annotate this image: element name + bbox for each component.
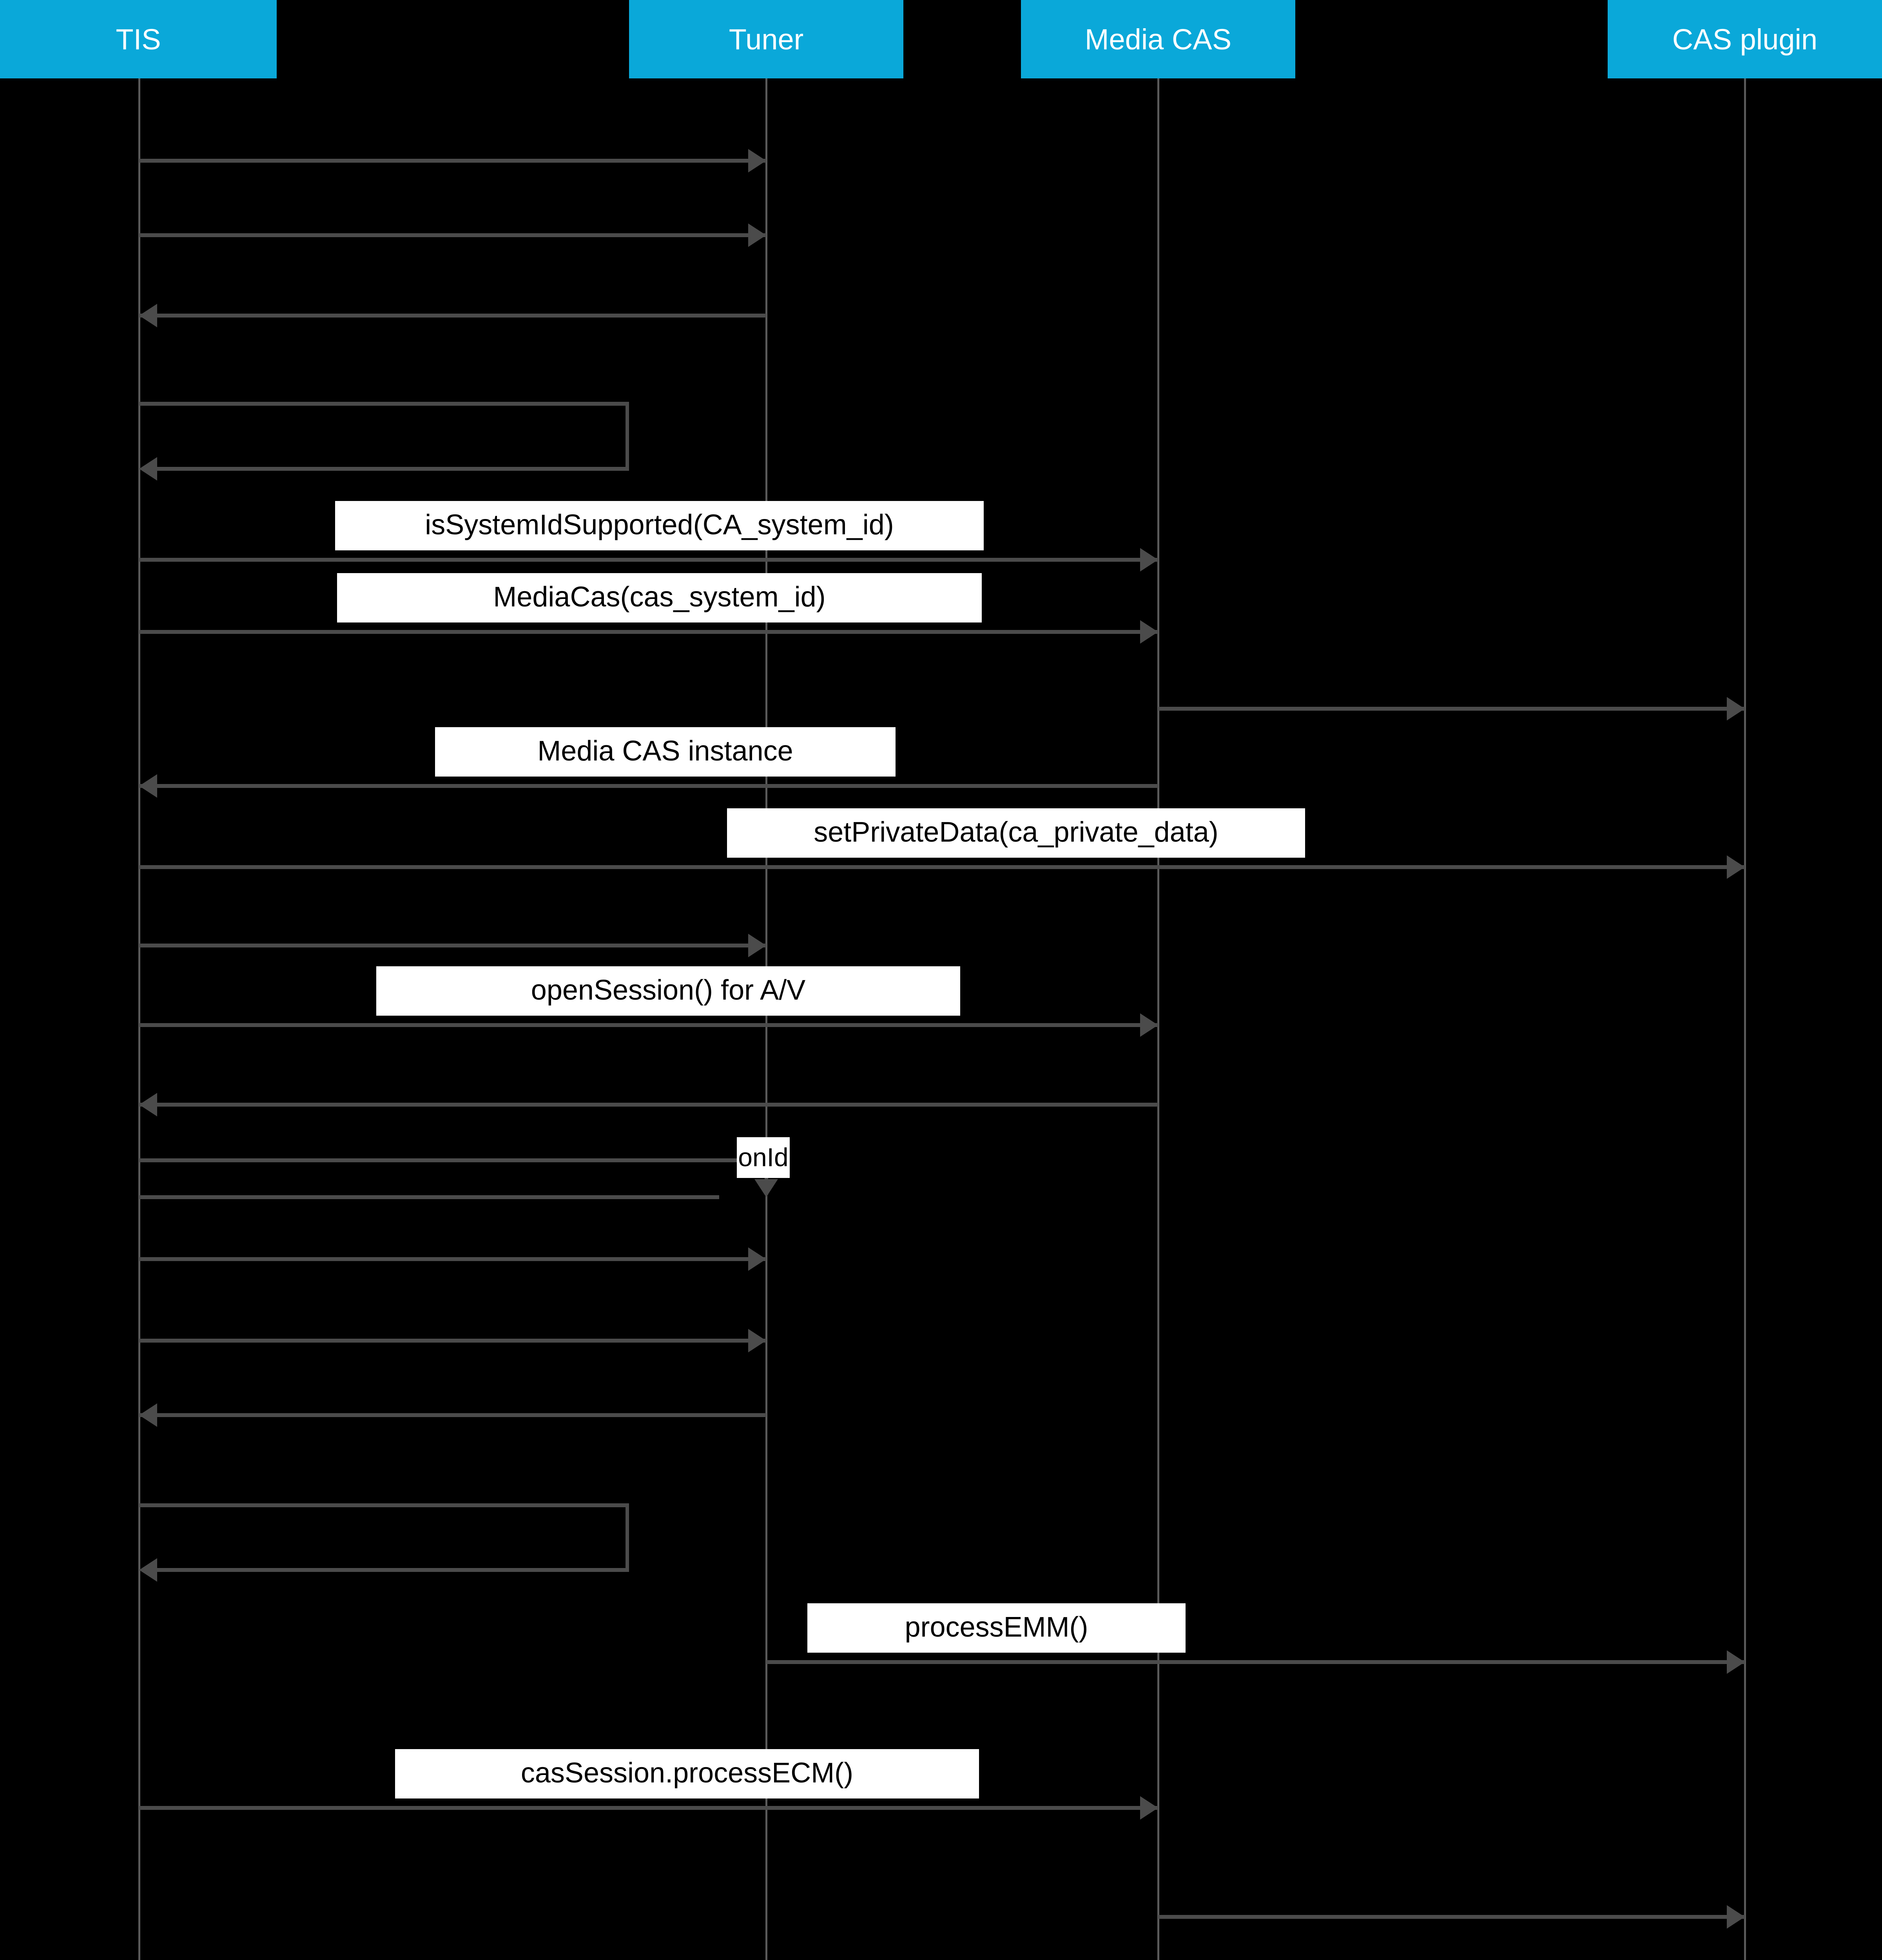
message-10-arrowhead [748,934,766,957]
message-5-arrowhead [1140,548,1158,572]
message-16-arrowhead [139,1403,157,1427]
message-17-self-top [139,1503,627,1507]
message-18-line [766,1660,1745,1664]
message-4-self-bottom [156,467,627,471]
lifeline-mediacas [1157,78,1159,1960]
message-13-label: onId [737,1137,790,1178]
message-6-arrowhead [1140,620,1158,644]
lifeline-casplugin [1744,78,1746,1960]
message-19-line [139,1806,1158,1810]
message-13-self-bottom [139,1195,719,1199]
message-15-arrowhead [748,1329,766,1352]
message-1-line [139,159,766,163]
message-13-arrowhead [754,1179,778,1197]
message-19-label: casSession.processECM() [395,1749,979,1798]
message-10-line [139,944,766,947]
message-8-arrowhead [139,774,157,798]
message-20-line [1158,1915,1745,1919]
header-participant-label: Tuner [729,23,804,56]
header-participant-label: Media CAS [1084,23,1232,56]
message-11-line [139,1023,1158,1027]
message-2-line [139,233,766,237]
message-18-label: processEMM() [807,1603,1186,1653]
message-9-line [139,865,1745,869]
message-17-arrowhead [139,1558,157,1582]
header-participant-tis[interactable]: TIS [0,0,277,78]
message-17-self-side [626,1503,629,1572]
message-16-line [139,1413,766,1417]
message-4-self-side [626,402,629,471]
message-1-arrowhead [748,149,766,172]
message-9-arrowhead [1727,855,1745,879]
message-12-arrowhead [139,1093,157,1116]
message-3-arrowhead [139,304,157,327]
message-4-self-top [139,402,627,406]
message-6-label: MediaCas(cas_system_id) [337,573,982,622]
header-participant-casplugin[interactable]: CAS plugin [1608,0,1882,78]
message-14-line [139,1257,766,1261]
message-3-line [139,314,766,318]
message-5-line [139,558,1158,562]
lifeline-tis [138,78,140,1960]
header-participant-label: CAS plugin [1672,23,1818,56]
header-participant-label: TIS [116,23,161,56]
message-9-label: setPrivateData(ca_private_data) [727,808,1305,858]
message-12-line [139,1103,1158,1107]
message-8-label: Media CAS instance [435,727,896,777]
message-7-line [1158,707,1745,711]
message-17-self-bottom [156,1568,627,1572]
message-5-label: isSystemIdSupported(CA_system_id) [335,501,984,550]
message-11-label: openSession() for A/V [376,966,960,1016]
message-7-arrowhead [1727,697,1745,720]
message-8-line [139,784,1158,788]
lifeline-tuner [765,78,767,1960]
message-6-line [139,630,1158,634]
message-13-self-top [139,1158,766,1162]
header-participant-tuner[interactable]: Tuner [629,0,903,78]
message-18-arrowhead [1727,1650,1745,1674]
message-15-line [139,1339,766,1343]
message-4-arrowhead [139,457,157,481]
header-participant-mediacas[interactable]: Media CAS [1021,0,1295,78]
message-20-arrowhead [1727,1905,1745,1929]
message-19-arrowhead [1140,1796,1158,1820]
message-2-arrowhead [748,223,766,247]
message-14-arrowhead [748,1247,766,1271]
message-11-arrowhead [1140,1013,1158,1037]
